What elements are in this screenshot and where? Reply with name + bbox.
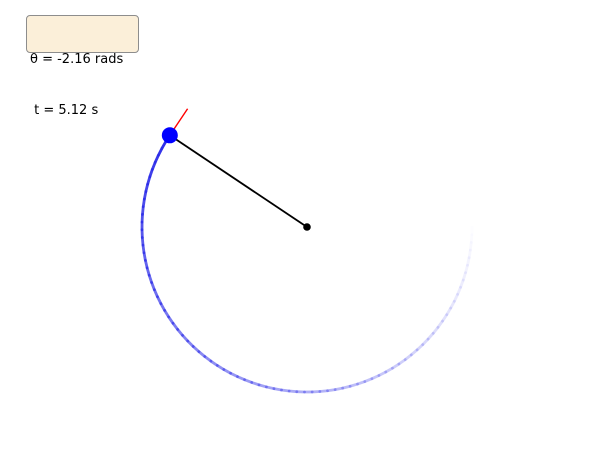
trail-segment bbox=[287, 389, 299, 394]
trail-segment bbox=[436, 319, 444, 329]
trail-segment bbox=[222, 368, 232, 375]
trail-segment bbox=[377, 370, 388, 377]
trail-segment bbox=[250, 381, 261, 387]
trail-segment bbox=[370, 374, 381, 381]
trail-segment bbox=[421, 337, 430, 347]
trail-segment bbox=[229, 371, 239, 379]
trail-segment bbox=[257, 383, 268, 389]
trail-segment bbox=[445, 306, 453, 317]
trail-segment bbox=[391, 362, 401, 370]
trail-segment bbox=[431, 325, 440, 335]
pivot-point bbox=[303, 223, 311, 231]
trail-segment bbox=[326, 388, 337, 393]
trail-segment bbox=[449, 299, 456, 310]
trail-segment bbox=[333, 386, 345, 391]
trail-segment bbox=[467, 248, 472, 260]
trail-segment bbox=[397, 358, 407, 366]
motion-trail bbox=[140, 133, 472, 394]
trail-segment bbox=[280, 388, 291, 393]
trail-segment bbox=[348, 382, 359, 388]
trail-segment bbox=[415, 343, 425, 352]
state-readout-box: θ = -2.16 rads t = 5.12 s bbox=[26, 15, 139, 118]
trail-segment bbox=[318, 389, 329, 393]
trail-segment bbox=[459, 278, 465, 289]
trail-segment bbox=[265, 385, 276, 391]
trail-segment bbox=[452, 292, 460, 303]
trail-segment bbox=[243, 378, 254, 384]
pendulum-bob bbox=[161, 127, 178, 144]
pendulum-rod bbox=[169, 134, 308, 228]
trail-segment bbox=[403, 353, 413, 361]
trail-segment bbox=[384, 366, 394, 374]
theta-readout: θ = -2.16 rads bbox=[30, 52, 124, 67]
trail-segment bbox=[236, 375, 246, 382]
trail-segment bbox=[409, 348, 419, 357]
trail-segment bbox=[456, 285, 463, 296]
time-readout: t = 5.12 s bbox=[30, 103, 99, 118]
trail-segment bbox=[441, 313, 449, 323]
trail-segment bbox=[272, 387, 283, 392]
trail-segment bbox=[356, 380, 367, 386]
trail-segment bbox=[466, 256, 471, 267]
trail-segment bbox=[341, 384, 352, 390]
trail-segment bbox=[464, 263, 469, 275]
trail-segment bbox=[426, 331, 435, 341]
trail-segment bbox=[461, 271, 467, 282]
trail-segment bbox=[363, 377, 374, 383]
